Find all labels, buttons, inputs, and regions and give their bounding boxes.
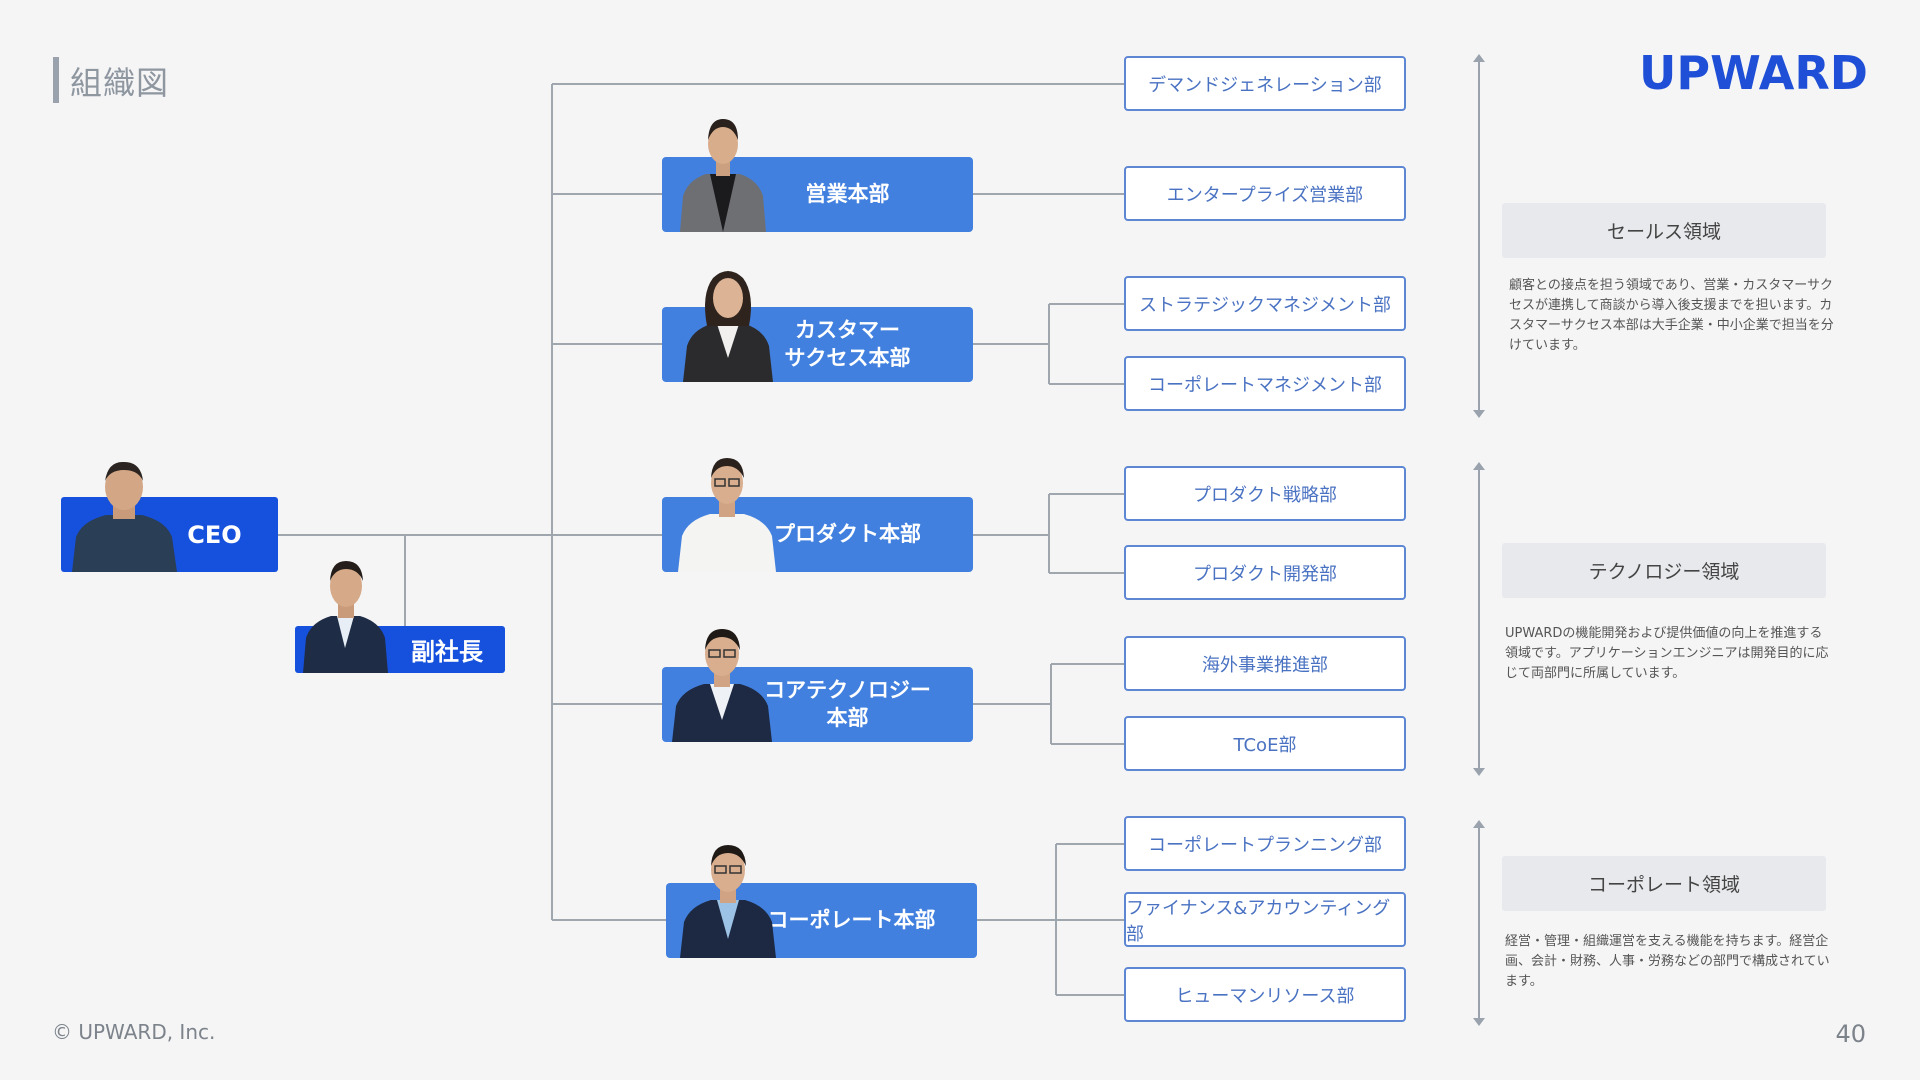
division-label: コアテクノロジー 本部 <box>764 678 931 730</box>
department-box: デマンドジェネレーション部 <box>1124 56 1406 111</box>
page-title: 組織図 <box>70 64 170 102</box>
division-sales-head-photo <box>680 119 766 232</box>
department-box: プロダクト戦略部 <box>1124 466 1406 521</box>
division-core-tech-head-photo <box>672 629 772 742</box>
corporate-domain-range-arrow <box>1473 820 1485 1026</box>
division-label: コーポレート本部 <box>767 907 936 932</box>
department-box: コーポレートプランニング部 <box>1124 816 1406 871</box>
department-box: ファイナンス&アカウンティング部 <box>1124 892 1406 947</box>
page-number: 40 <box>1835 1020 1866 1048</box>
department-box: 海外事業推進部 <box>1124 636 1406 691</box>
upward-logo: UPWARD <box>1639 46 1868 100</box>
department-box: プロダクト開発部 <box>1124 545 1406 600</box>
vice-president-label: 副社長 <box>411 638 483 666</box>
vice-president-photo <box>303 561 388 673</box>
department-box: コーポレートマネジメント部 <box>1124 356 1406 411</box>
sales-domain-range-arrow <box>1473 54 1485 418</box>
domain-description: 経営・管理・組織運営を支える機能を持ちます。経営企画、会計・財務、人事・労務など… <box>1505 934 1830 989</box>
division-corporate-head-photo <box>680 845 776 958</box>
division-label: プロダクト本部 <box>774 521 921 546</box>
department-box: ストラテジックマネジメント部 <box>1124 276 1406 331</box>
domain-description: 顧客との接点を担う領域であり、営業・カスタマーサクセスが連携して商談から導入後支… <box>1509 278 1834 353</box>
ceo-photo <box>72 461 177 572</box>
division-label: カスタマー サクセス本部 <box>784 318 911 370</box>
ceo-label: CEO <box>187 520 242 549</box>
division-label: 営業本部 <box>805 181 890 206</box>
domain-title: テクノロジー領域 <box>1502 543 1826 598</box>
department-box: ヒューマンリソース部 <box>1124 967 1406 1022</box>
copyright: © UPWARD, Inc. <box>52 1020 216 1044</box>
title-accent-bar <box>53 57 59 103</box>
department-box: エンタープライズ営業部 <box>1124 166 1406 221</box>
domain-title: セールス領域 <box>1502 203 1826 258</box>
division-product-head-photo <box>678 458 776 572</box>
department-box: TCoE部 <box>1124 716 1406 771</box>
domain-description: UPWARDの機能開発および提供価値の向上を推進する領域です。アプリケーションエ… <box>1505 626 1829 681</box>
domain-title: コーポレート領域 <box>1502 856 1826 911</box>
division-cs-head-photo <box>683 271 773 382</box>
technology-domain-range-arrow <box>1473 462 1485 776</box>
